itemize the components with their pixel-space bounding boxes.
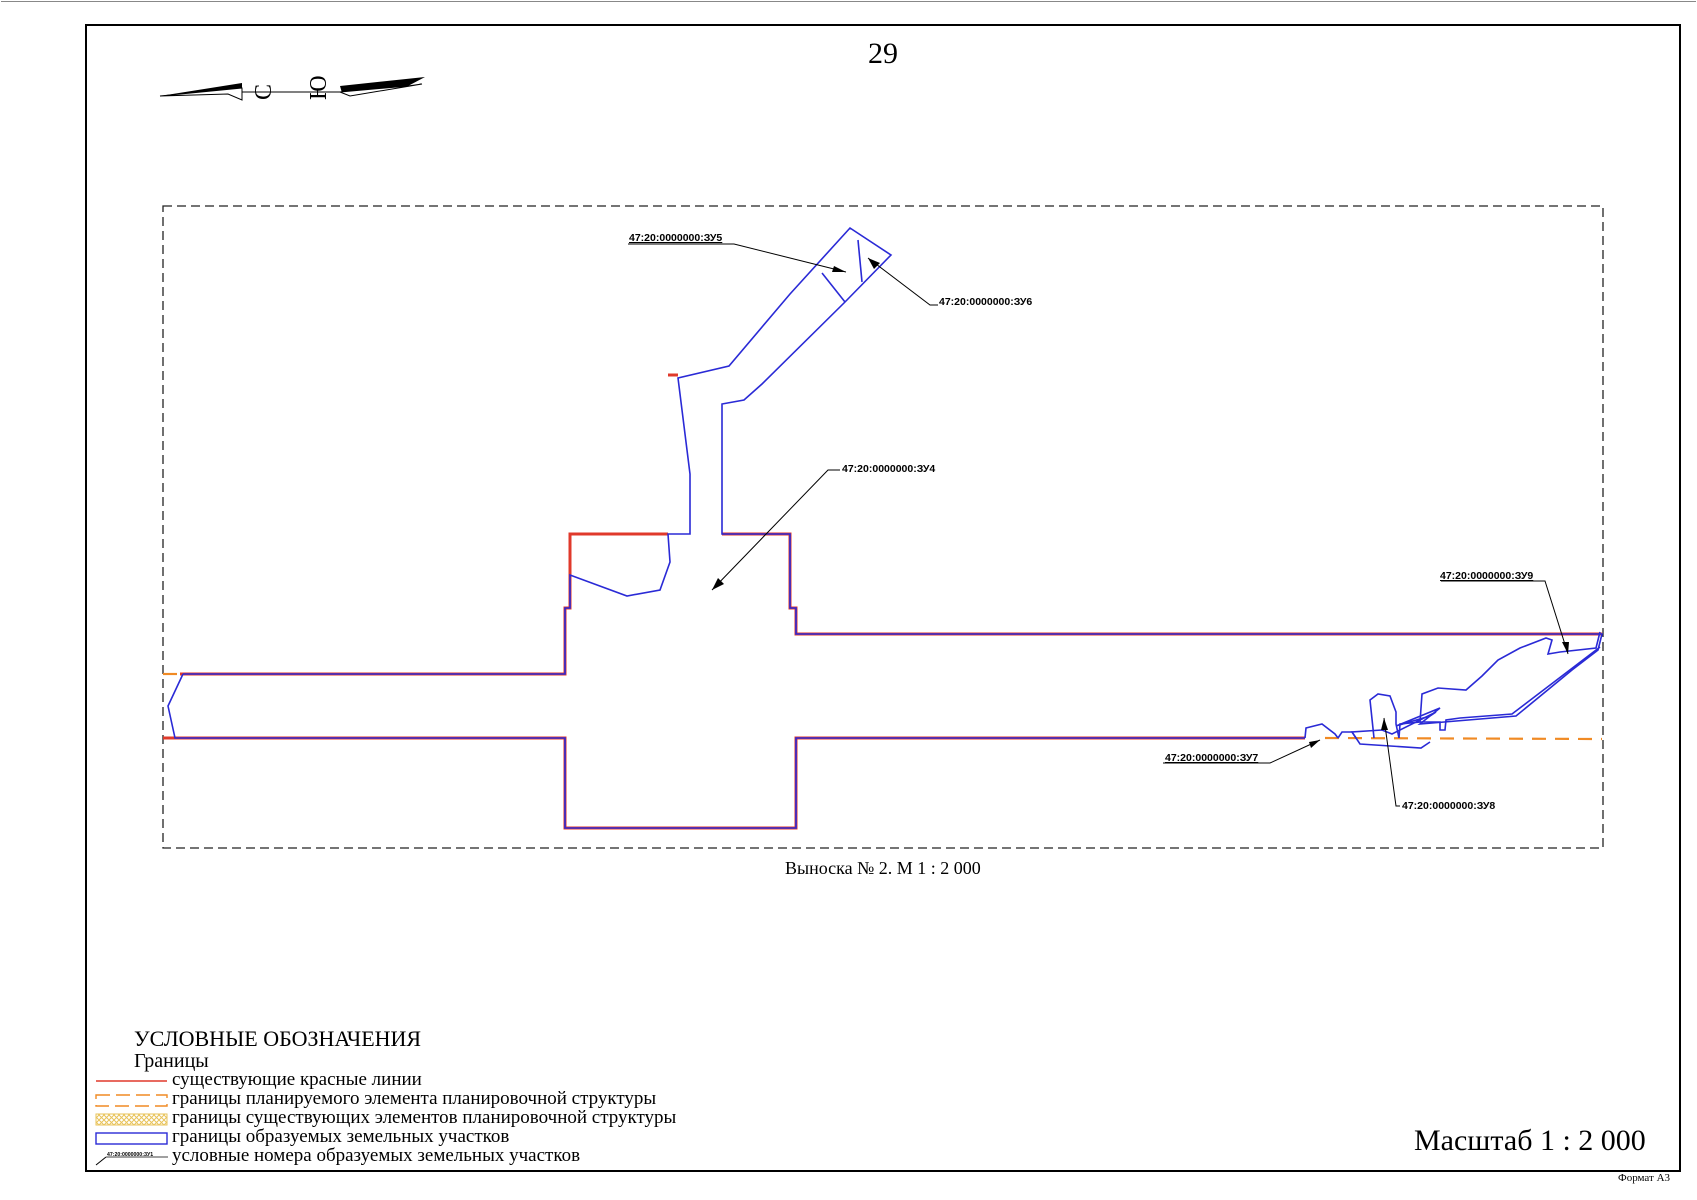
parcel-boundaries (167, 226, 1604, 829)
legend-subtitle: Границы (134, 1050, 209, 1072)
south-letter: Ю (306, 75, 332, 100)
legend-title: УСЛОВНЫЕ ОБОЗНАЧЕНИЯ (134, 1026, 422, 1051)
red-line-symbol (96, 1080, 167, 1082)
scale-label: Масштаб 1 : 2 000 (1414, 1124, 1646, 1157)
legend-item-label: границы существующих элементов планирово… (172, 1107, 677, 1128)
parcel-zu4-boundary (183, 226, 1604, 749)
north-arrow-icon: С Ю (159, 75, 425, 101)
parcel-label-zu7: 47:20:0000000:ЗУ7 (1165, 752, 1258, 764)
parcel-zu7-boundary (1304, 723, 1339, 739)
parcel-zu8-boundary (1369, 693, 1400, 739)
hatched-symbol (95, 1113, 168, 1126)
parcel-label-zu6: 47:20:0000000:ЗУ6 (939, 296, 1032, 308)
leader-arrowheads (712, 258, 1569, 748)
legend-item-label: условные номера образуемых земельных уча… (172, 1145, 581, 1166)
parcel-leaders (628, 243, 1569, 807)
leader-sample-text: 47:20:0000000:ЗУ1 (107, 1152, 153, 1158)
callout-caption: Выноска № 2. М 1 : 2 000 (785, 858, 981, 878)
parcel-label-zu5: 47:20:0000000:ЗУ5 (629, 232, 722, 244)
legend-item-label: границы образуемых земельных участков (172, 1126, 510, 1147)
parcel-label-zu9: 47:20:0000000:ЗУ9 (1440, 570, 1533, 582)
callout-frame (162, 205, 1604, 849)
legend-item-label: границы планируемого элемента планировоч… (172, 1088, 657, 1109)
planned-element-boundary (163, 532, 1603, 741)
red-lines (163, 373, 1602, 830)
page-number: 29 (868, 37, 898, 70)
orange-dashed-symbol (95, 1094, 168, 1107)
legend-item-label: существующие красные линии (172, 1069, 422, 1090)
north-letter: С (251, 84, 277, 100)
parcel-zu9-boundary (1398, 631, 1601, 739)
blue-rect-symbol (95, 1132, 168, 1145)
parcel-label-zu4: 47:20:0000000:ЗУ4 (842, 463, 935, 475)
parcel-label-zu8: 47:20:0000000:ЗУ8 (1402, 800, 1495, 812)
leader-sample-symbol: 47:20:0000000:ЗУ1 (95, 1152, 168, 1166)
format-label: Формат А3 (1618, 1172, 1671, 1184)
